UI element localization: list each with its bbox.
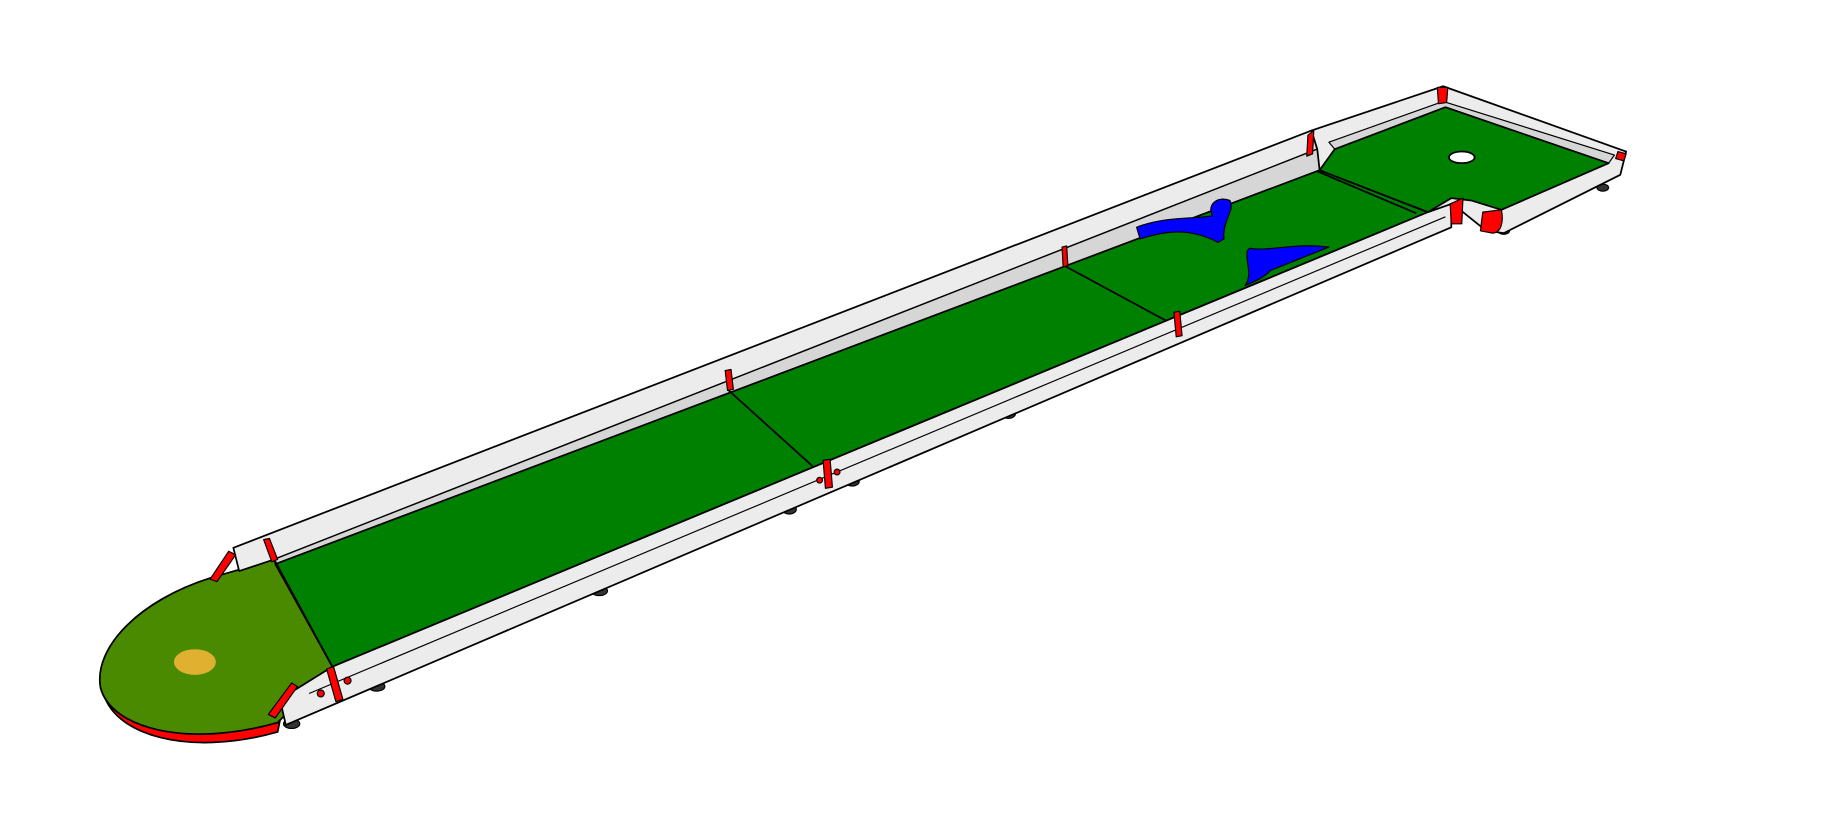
- tee-area: [98, 558, 334, 735]
- hole-cup: [1448, 150, 1476, 165]
- tee-marker: [173, 649, 216, 675]
- section-seams: [273, 170, 1417, 668]
- rail-connectors: [209, 86, 1627, 719]
- obstacle-right: [1244, 245, 1330, 287]
- front-rail-edge: [308, 216, 1446, 695]
- lane-surface: [274, 169, 1429, 668]
- obstacle-left: [1136, 198, 1232, 244]
